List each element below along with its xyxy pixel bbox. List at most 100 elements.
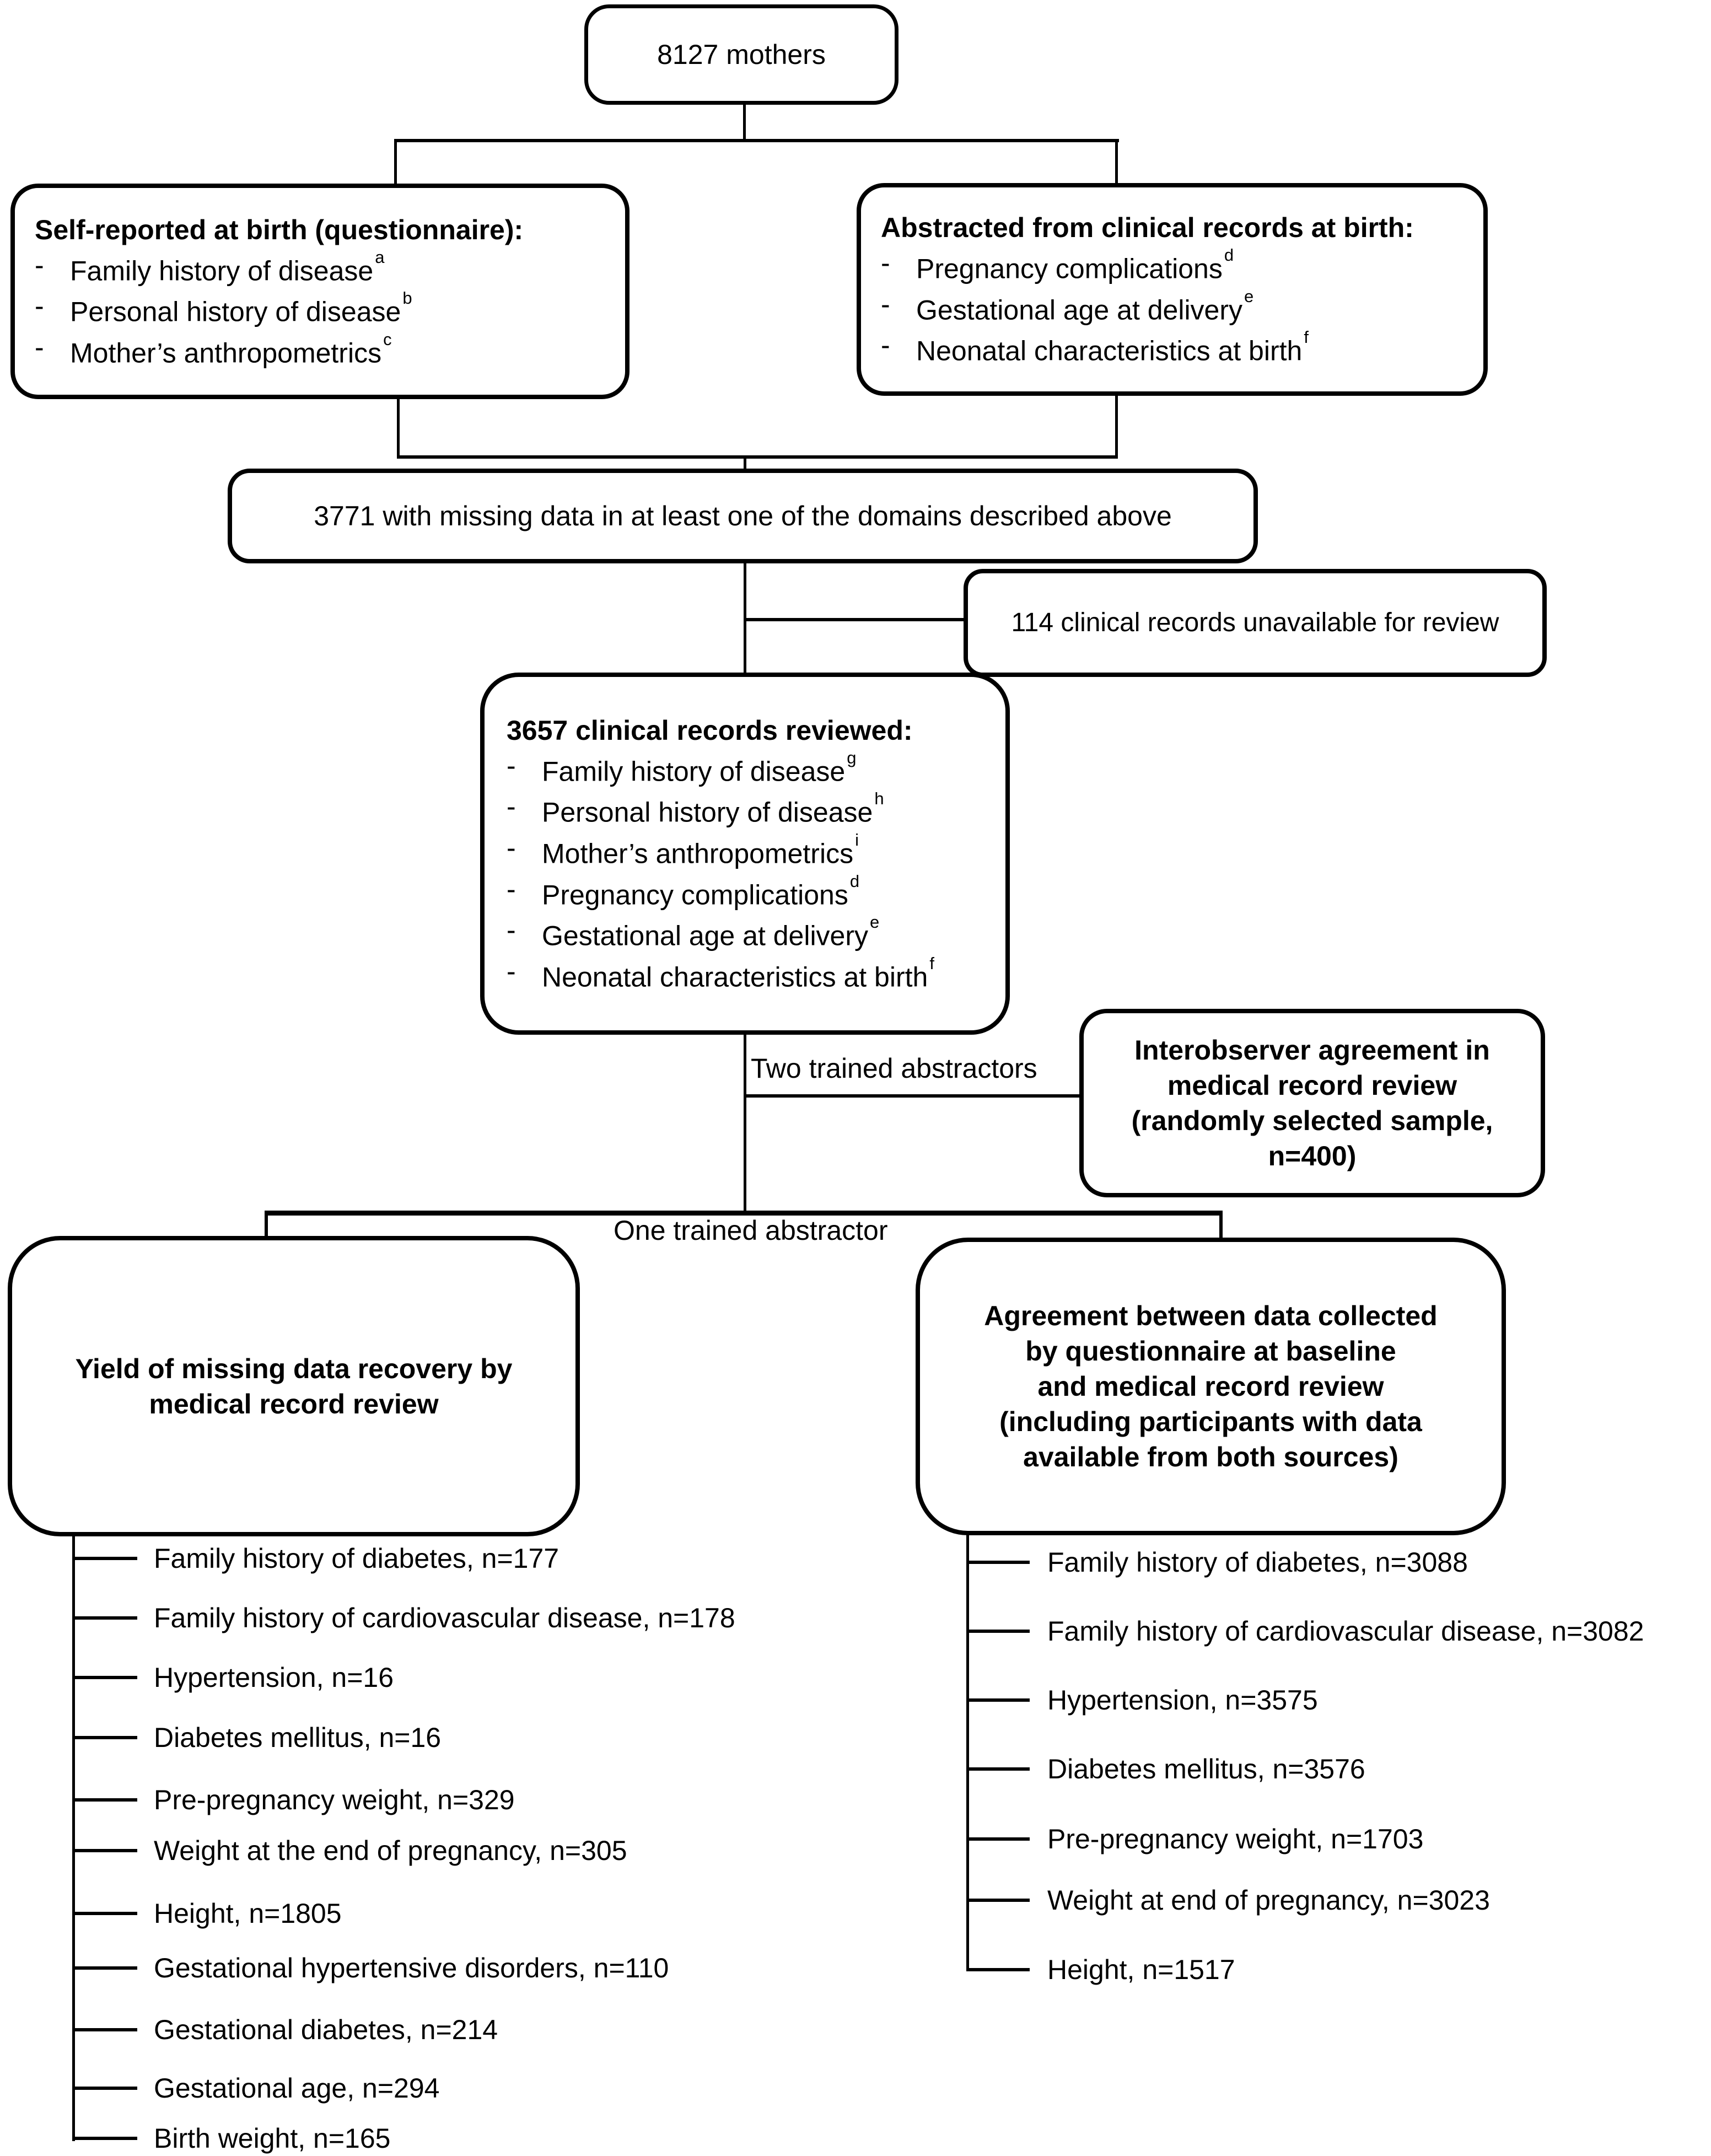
bullet-dash: - xyxy=(507,750,516,781)
superscript: g xyxy=(847,748,857,767)
flow-node-mothers: 8127 mothers xyxy=(584,4,898,105)
bullet-dash: - xyxy=(507,955,516,987)
flow-node-missing-data: 3771 with missing data in at least one o… xyxy=(228,469,1258,563)
list-tick xyxy=(72,1798,137,1802)
list-item: Birth weight, n=165 xyxy=(72,2121,390,2156)
interobserver-line: Interobserver agreement in xyxy=(1134,1035,1490,1066)
list-tick xyxy=(966,1561,1030,1564)
agreement-list-spine xyxy=(966,1534,969,1971)
list-item: Diabetes mellitus, n=16 xyxy=(72,1720,441,1755)
superscript: e xyxy=(870,912,880,932)
one-abstractor-label: One trained abstractor xyxy=(614,1215,888,1246)
list-tick xyxy=(72,1736,137,1739)
list-item-label: Gestational age, n=294 xyxy=(154,2073,440,2104)
list-item: - Personal history of diseaseb xyxy=(35,288,625,330)
flow-node-records-reviewed: 3657 clinical records reviewed: - Family… xyxy=(480,673,1010,1035)
connector-self-reported-down xyxy=(397,398,400,458)
connector-merge xyxy=(397,455,1118,459)
list-item: Family history of cardiovascular disease… xyxy=(72,1600,735,1636)
list-tick xyxy=(966,1698,1030,1702)
superscript: a xyxy=(375,247,385,267)
connector-mothers-down xyxy=(743,104,746,141)
list-tick xyxy=(966,1767,1030,1771)
superscript: d xyxy=(1224,245,1234,265)
interobserver-line: n=400) xyxy=(1268,1141,1357,1171)
bullet-dash: - xyxy=(35,249,44,281)
abstracted-title: Abstracted from clinical records at birt… xyxy=(881,212,1414,244)
bullet-dash: - xyxy=(881,248,890,279)
connector-missing-down xyxy=(744,561,746,674)
bullet-text: Mother’s anthropometricsc xyxy=(70,329,392,369)
bullet-text: Personal history of diseaseb xyxy=(70,288,412,327)
list-item: - Neonatal characteristics at birthf xyxy=(507,954,1005,995)
list-item: Gestational hypertensive disorders, n=11… xyxy=(72,1950,669,1986)
list-item-label: Height, n=1517 xyxy=(1047,1954,1235,1985)
agreement-line: (including participants with data xyxy=(999,1406,1422,1437)
list-item-label: Height, n=1805 xyxy=(154,1898,342,1929)
superscript: d xyxy=(849,871,860,891)
list-item-label: Gestational diabetes, n=214 xyxy=(154,2014,498,2045)
list-item: - Family history of diseasea xyxy=(35,248,625,289)
interobserver-line: medical record review xyxy=(1167,1070,1457,1101)
list-tick xyxy=(72,1676,137,1679)
list-item: Height, n=1805 xyxy=(72,1896,342,1931)
bullet-dash: - xyxy=(507,791,516,822)
list-tick xyxy=(966,1837,1030,1841)
superscript: e xyxy=(1244,286,1254,306)
list-item: Hypertension, n=3575 xyxy=(966,1682,1318,1718)
connector-one-abstractor-split xyxy=(265,1211,1223,1216)
list-item-label: Weight at end of pregnancy, n=3023 xyxy=(1047,1885,1490,1916)
list-item: - Family history of diseaseg xyxy=(507,748,1005,789)
list-item-label: Family history of diabetes, n=3088 xyxy=(1047,1547,1468,1578)
two-abstractors-label: Two trained abstractors xyxy=(751,1053,1037,1084)
list-item: Weight at the end of pregnancy, n=305 xyxy=(72,1833,627,1868)
connector-to-self-reported xyxy=(394,139,397,185)
connector-reviewed-down xyxy=(744,1032,746,1214)
bullet-dash: - xyxy=(507,832,516,863)
list-tick xyxy=(72,2028,137,2031)
list-item: - Mother’s anthropometricsi xyxy=(507,830,1005,872)
list-item-label: Diabetes mellitus, n=16 xyxy=(154,1722,442,1753)
bullet-dash: - xyxy=(881,330,890,361)
list-item-label: Diabetes mellitus, n=3576 xyxy=(1047,1754,1365,1784)
bullet-text: Mother’s anthropometricsi xyxy=(542,830,859,869)
records-unavailable-text: 114 clinical records unavailable for rev… xyxy=(1011,608,1499,637)
list-tick xyxy=(72,1966,137,1970)
list-item: - Gestational age at deliverye xyxy=(507,912,1005,954)
list-item-label: Weight at the end of pregnancy, n=305 xyxy=(154,1835,627,1866)
list-item-label: Birth weight, n=165 xyxy=(154,2123,391,2154)
list-item: Gestational diabetes, n=214 xyxy=(72,2012,498,2047)
list-tick xyxy=(966,1968,1030,1971)
list-item: Family history of cardiovascular disease… xyxy=(966,1614,1644,1649)
superscript: b xyxy=(402,288,412,308)
reviewed-title: 3657 clinical records reviewed: xyxy=(507,714,913,746)
list-tick xyxy=(72,2087,137,2090)
bullet-text: Personal history of diseaseh xyxy=(542,789,884,828)
bullet-text: Neonatal characteristics at birthf xyxy=(916,327,1309,367)
connector-abstracted-down xyxy=(1115,394,1118,458)
list-item-label: Pre-pregnancy weight, n=1703 xyxy=(1047,1824,1424,1854)
bullet-dash: - xyxy=(881,288,890,320)
list-item: Family history of diabetes, n=3088 xyxy=(966,1545,1468,1580)
superscript: h xyxy=(874,789,884,809)
list-item: - Neonatal characteristics at birthf xyxy=(881,327,1483,369)
list-item: - Mother’s anthropometricsc xyxy=(35,330,625,371)
list-item-label: Family history of cardiovascular disease… xyxy=(154,1603,735,1633)
list-tick xyxy=(966,1899,1030,1902)
list-item-label: Pre-pregnancy weight, n=329 xyxy=(154,1784,515,1815)
superscript: c xyxy=(383,329,392,349)
list-tick xyxy=(72,1557,137,1560)
list-item: Hypertension, n=16 xyxy=(72,1660,394,1695)
flow-node-records-unavailable: 114 clinical records unavailable for rev… xyxy=(964,569,1547,677)
bullet-dash: - xyxy=(507,873,516,905)
list-item-label: Gestational hypertensive disorders, n=11… xyxy=(154,1953,669,1983)
list-tick xyxy=(72,1616,137,1620)
connector-to-yield xyxy=(265,1211,268,1238)
yield-line: medical record review xyxy=(149,1388,439,1420)
agreement-line: available from both sources) xyxy=(1023,1442,1398,1472)
flow-node-abstracted: Abstracted from clinical records at birt… xyxy=(857,183,1488,396)
list-item: - Pregnancy complicationsd xyxy=(507,872,1005,913)
mothers-text: 8127 mothers xyxy=(657,39,826,70)
flow-node-self-reported: Self-reported at birth (questionnaire): … xyxy=(10,184,629,399)
